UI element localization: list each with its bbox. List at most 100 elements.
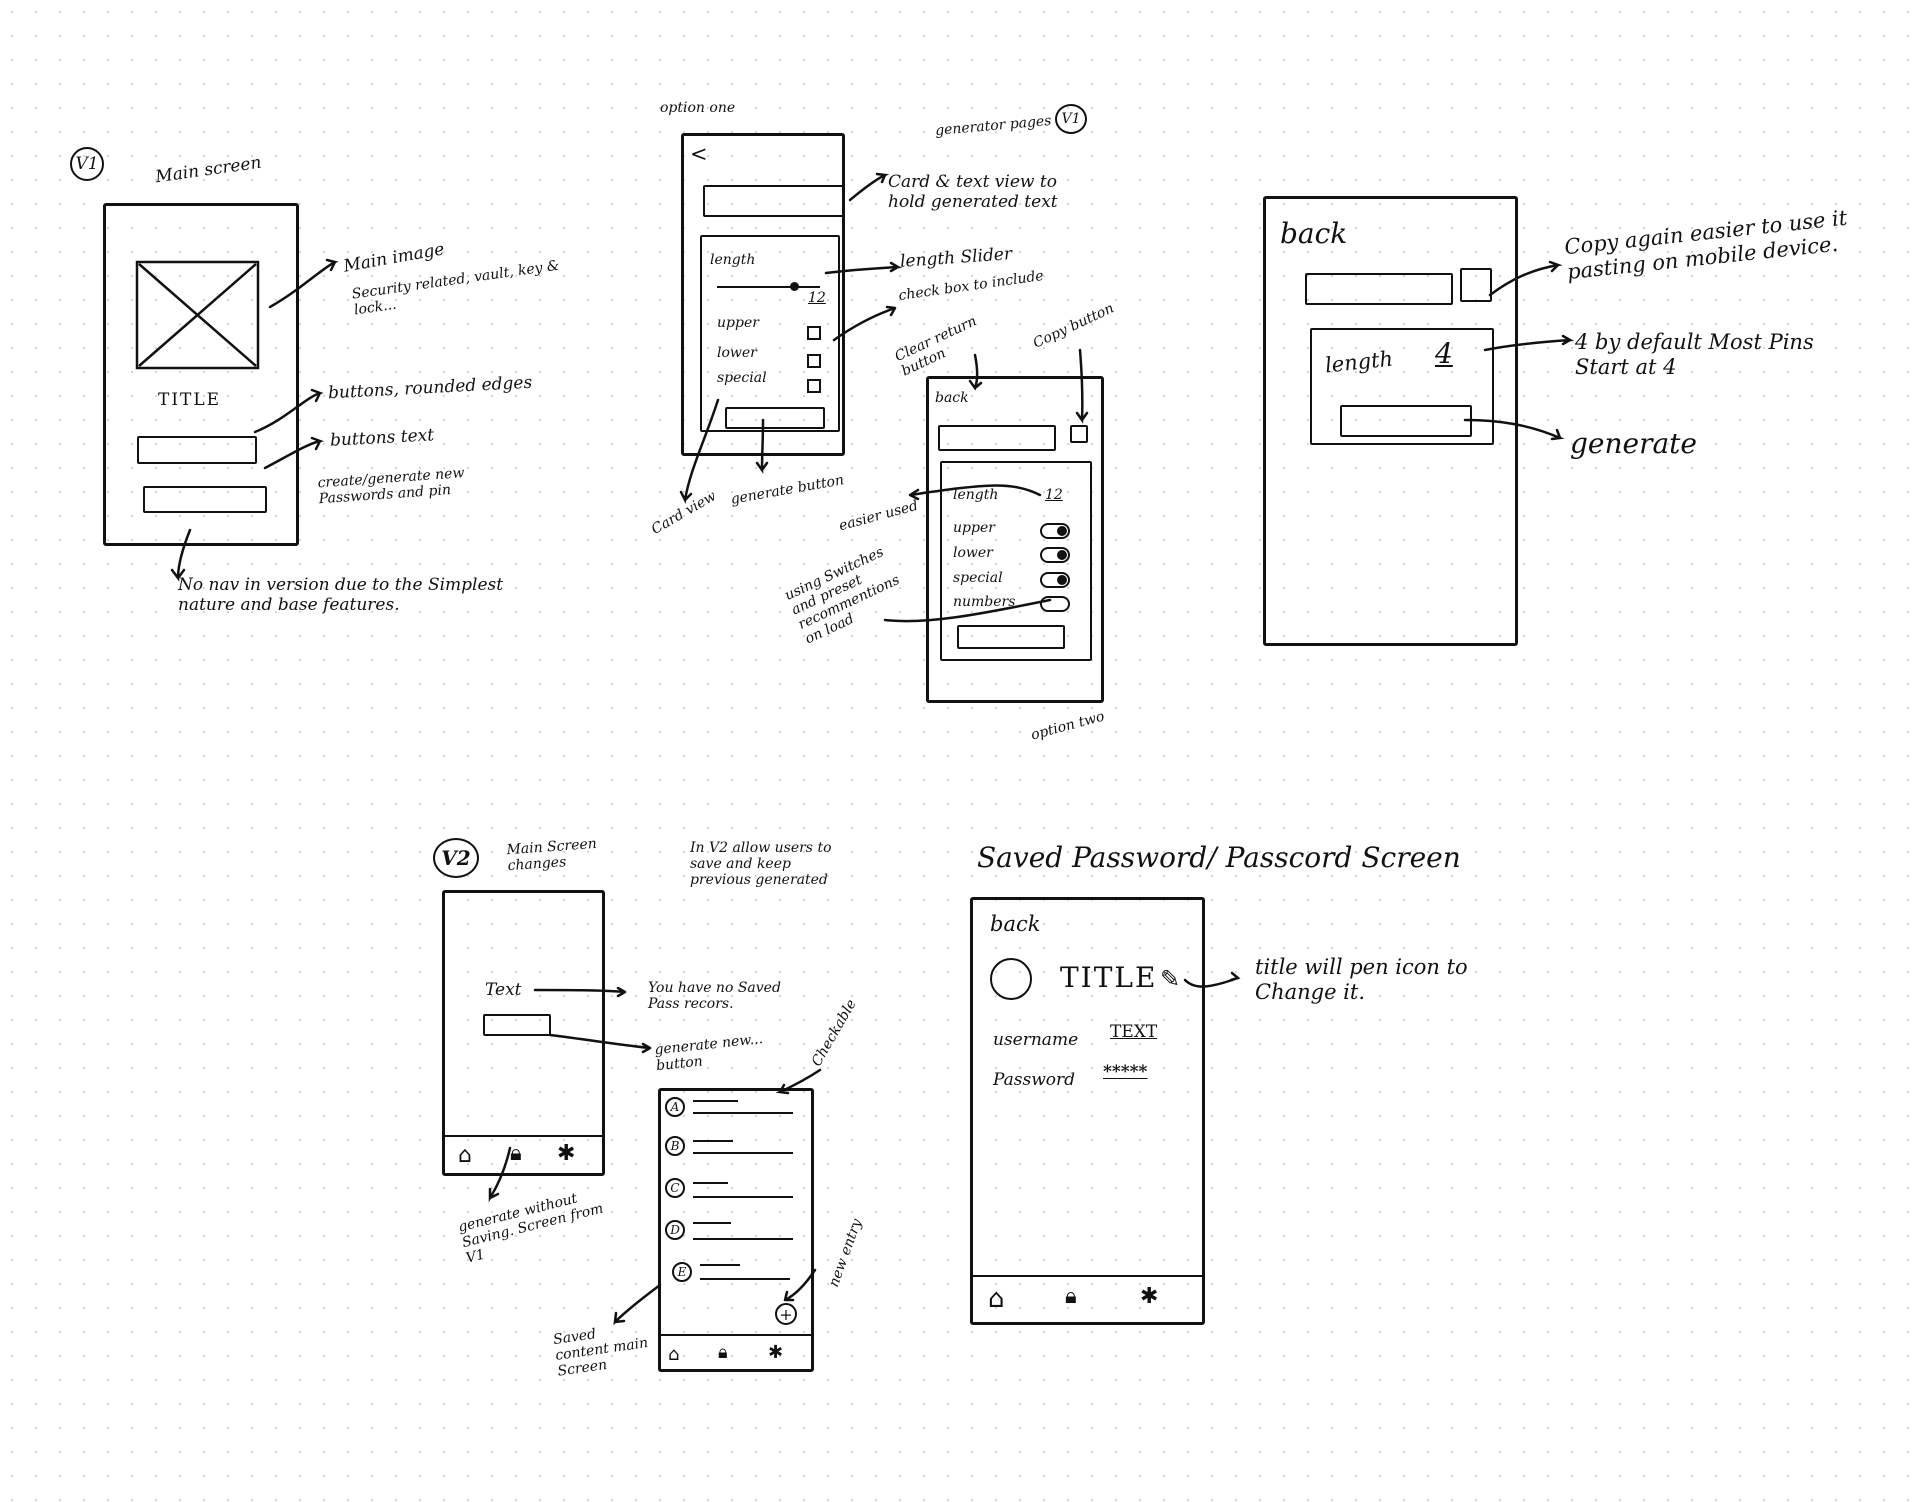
saved-password-label: Password xyxy=(993,1070,1076,1090)
arrow-copy-button xyxy=(1075,348,1089,424)
saved-avatar xyxy=(990,958,1032,1000)
gen-option-two-generate-button[interactable] xyxy=(957,625,1065,649)
list-item-marker-b[interactable]: B xyxy=(665,1136,685,1156)
list-item-line-a2 xyxy=(693,1112,793,1114)
arrow-card-text xyxy=(848,172,890,202)
gen-switch-special[interactable] xyxy=(1040,572,1070,588)
gen-generate-button[interactable] xyxy=(725,407,825,429)
pin-note-default: 4 by default Most Pins Start at 4 xyxy=(1575,330,1814,379)
saved-password-value: ***** xyxy=(1103,1062,1148,1082)
v1-badge: V1 xyxy=(70,147,104,181)
saved-nav-divider xyxy=(973,1275,1203,1277)
lock-icon[interactable]: 🔒︎ xyxy=(510,1141,522,1166)
gen-check-special-label: special xyxy=(717,370,767,386)
image-placeholder-icon xyxy=(135,260,260,370)
list-item-line-a1 xyxy=(693,1100,738,1102)
gen-length-label: length xyxy=(710,252,756,268)
gen-option-one-frame xyxy=(681,133,845,456)
home-icon[interactable]: ⌂ xyxy=(458,1143,472,1168)
arrow-title-edit xyxy=(1183,971,1241,988)
list-item-line-c2 xyxy=(693,1196,793,1198)
v2-phone-frame xyxy=(442,890,605,1176)
v2-saved-list-frame xyxy=(658,1088,814,1372)
saved-username-value: TEXT xyxy=(1110,1022,1158,1042)
arrow-buttons-text xyxy=(263,436,325,470)
asterisk-icon[interactable]: ✱ xyxy=(557,1141,576,1166)
arrow-generate xyxy=(1463,418,1565,441)
gen-check-upper[interactable] xyxy=(807,326,821,340)
pin-generate-button[interactable] xyxy=(1340,405,1472,437)
gen-switch-special-label: special xyxy=(953,570,1003,586)
arrow-check-box xyxy=(832,305,897,342)
arrow-copy-again xyxy=(1488,260,1563,297)
list-item-marker-c[interactable]: C xyxy=(665,1178,685,1198)
gen-back-chevron-icon[interactable]: < xyxy=(690,142,708,166)
gen-copy-button[interactable] xyxy=(1070,425,1088,443)
gen-length-slider[interactable] xyxy=(717,286,820,288)
list-item-line-c1 xyxy=(693,1182,728,1184)
arrow-generate-without xyxy=(488,1146,512,1203)
v1-note-no-nav: No nav in version due to the Simplest na… xyxy=(178,575,504,615)
arrow-generate-button xyxy=(755,418,769,474)
gen-length-slider-thumb[interactable] xyxy=(790,282,799,291)
pin-phone-frame xyxy=(1263,196,1518,646)
pin-note-generate: generate xyxy=(1570,427,1697,460)
saved-list-lock-icon[interactable]: 🔒︎ xyxy=(718,1342,728,1363)
saved-title-label: TITLE xyxy=(1060,961,1158,994)
list-item-line-e2 xyxy=(700,1278,790,1280)
list-item-line-e1 xyxy=(700,1264,740,1266)
v2-text-label: Text xyxy=(485,980,522,1000)
gen-check-special[interactable] xyxy=(807,379,821,393)
arrow-saved-content xyxy=(613,1283,662,1326)
gen-switch-numbers[interactable] xyxy=(1040,596,1070,612)
gen-options-card xyxy=(700,235,840,432)
saved-heading: Saved Password/ Passcord Screen xyxy=(977,841,1461,874)
gen-badge: V1 xyxy=(1055,104,1087,134)
v1-main-image-placeholder xyxy=(135,260,260,370)
saved-username-label: username xyxy=(993,1030,1079,1050)
list-item-line-b2 xyxy=(693,1152,793,1154)
v1-create-pin-button[interactable] xyxy=(143,486,267,513)
pin-back-button[interactable]: back xyxy=(1280,217,1348,250)
gen-length-value: 12 xyxy=(808,290,826,306)
v2-note-no-saved: You have no Saved Pass recors. xyxy=(648,980,781,1012)
pin-generated-text-card xyxy=(1305,273,1453,305)
arrow-no-saved xyxy=(533,986,627,998)
gen-check-upper-label: upper xyxy=(717,315,759,331)
arrow-length-slider xyxy=(824,261,903,275)
v1-create-password-button[interactable] xyxy=(137,436,257,464)
list-item-line-b1 xyxy=(693,1140,733,1142)
gen-option-two-back[interactable]: back xyxy=(935,390,969,406)
saved-home-icon[interactable]: ⌂ xyxy=(988,1284,1005,1314)
add-entry-icon[interactable]: + xyxy=(775,1303,797,1325)
gen-check-lower[interactable] xyxy=(807,354,821,368)
saved-list-home-icon[interactable]: ⌂ xyxy=(668,1344,680,1365)
pin-length-value: 4 xyxy=(1435,337,1453,370)
saved-back-button[interactable]: back xyxy=(990,912,1041,936)
gen-switch-upper[interactable] xyxy=(1040,523,1070,539)
arrow-main-image xyxy=(268,258,339,309)
gen-switch-lower[interactable] xyxy=(1040,547,1070,563)
v2-generate-new-button[interactable] xyxy=(483,1014,551,1036)
arrow-switches xyxy=(883,598,1052,623)
v2-note-intro: In V2 allow users to save and keep previ… xyxy=(690,840,832,888)
gen-option-two-frame xyxy=(926,376,1104,703)
v2-badge: V2 xyxy=(433,838,479,878)
saved-list-asterisk-icon[interactable]: ✱ xyxy=(768,1342,784,1363)
arrow-generate-new xyxy=(548,1033,652,1054)
pin-copy-button[interactable] xyxy=(1460,268,1492,302)
gen-check-lower-label: lower xyxy=(717,345,757,361)
gen-option-two-options-card xyxy=(940,461,1092,661)
saved-note-title-edit: title will pen icon to Change it. xyxy=(1255,955,1468,1004)
saved-asterisk-icon[interactable]: ✱ xyxy=(1140,1284,1159,1309)
pin-options-card xyxy=(1310,328,1494,445)
saved-lock-icon[interactable]: 🔒︎ xyxy=(1065,1284,1077,1309)
pen-icon[interactable]: ✎ xyxy=(1160,965,1181,993)
arrow-card-view xyxy=(679,398,720,504)
list-item-marker-d[interactable]: D xyxy=(665,1220,685,1240)
gen-option-two-length-label: length xyxy=(953,487,999,503)
gen-switch-upper-label: upper xyxy=(953,520,995,536)
list-item-marker-a[interactable]: A xyxy=(665,1097,685,1117)
list-item-marker-e[interactable]: E xyxy=(672,1262,692,1282)
gen-note-card-text: Card & text view to hold generated text xyxy=(888,172,1058,212)
